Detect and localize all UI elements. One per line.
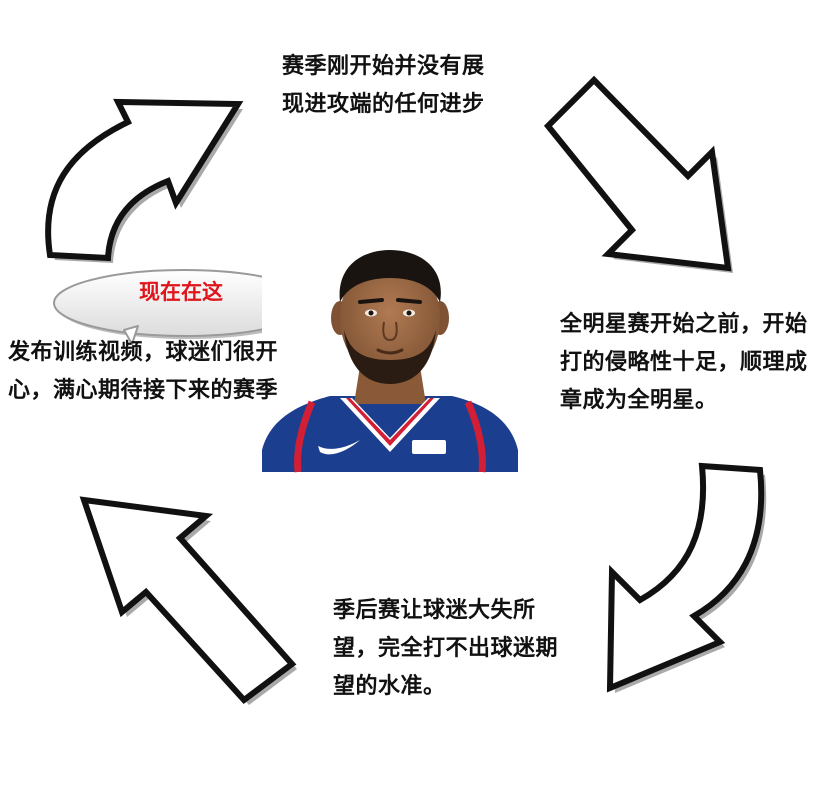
stage-text-left: 发布训练视频，球迷们很开 心，满心期待接下来的赛季 <box>8 334 308 410</box>
stage-top-line-2: 现进攻端的任何进步 <box>282 92 485 117</box>
stage-right-line-2: 打的侵略性十足，顺理成 <box>560 350 808 375</box>
player-portrait <box>262 250 518 473</box>
stage-left-line-1: 发布训练视频，球迷们很开 <box>8 340 279 365</box>
cycle-arrow-bottom-right <box>606 462 767 693</box>
stage-text-bottom: 季后赛让球迷大失所 望，完全打不出球迷期 望的水准。 <box>333 592 593 706</box>
cycle-arrow-top-left <box>45 98 244 263</box>
stage-bottom-line-2: 望，完全打不出球迷期 <box>333 636 559 661</box>
cycle-arrow-bottom-left <box>79 496 297 705</box>
stage-text-right: 全明星赛开始之前，开始 打的侵略性十足，顺理成 章成为全明星。 <box>560 306 828 420</box>
current-position-bubble <box>53 269 317 345</box>
stage-right-line-1: 全明星赛开始之前，开始 <box>560 312 808 337</box>
stage-bottom-line-3: 望的水准。 <box>333 674 446 699</box>
cycle-arrow-top-right <box>543 75 733 273</box>
stage-right-line-3: 章成为全明星。 <box>560 388 718 413</box>
stage-bottom-line-1: 季后赛让球迷大失所 <box>333 598 536 623</box>
current-position-label: 现在在这 <box>139 280 223 304</box>
stage-text-top: 赛季刚开始并没有展 现进攻端的任何进步 <box>282 48 542 124</box>
stage-top-line-1: 赛季刚开始并没有展 <box>282 54 485 79</box>
stage-left-line-2: 心，满心期待接下来的赛季 <box>8 378 279 403</box>
